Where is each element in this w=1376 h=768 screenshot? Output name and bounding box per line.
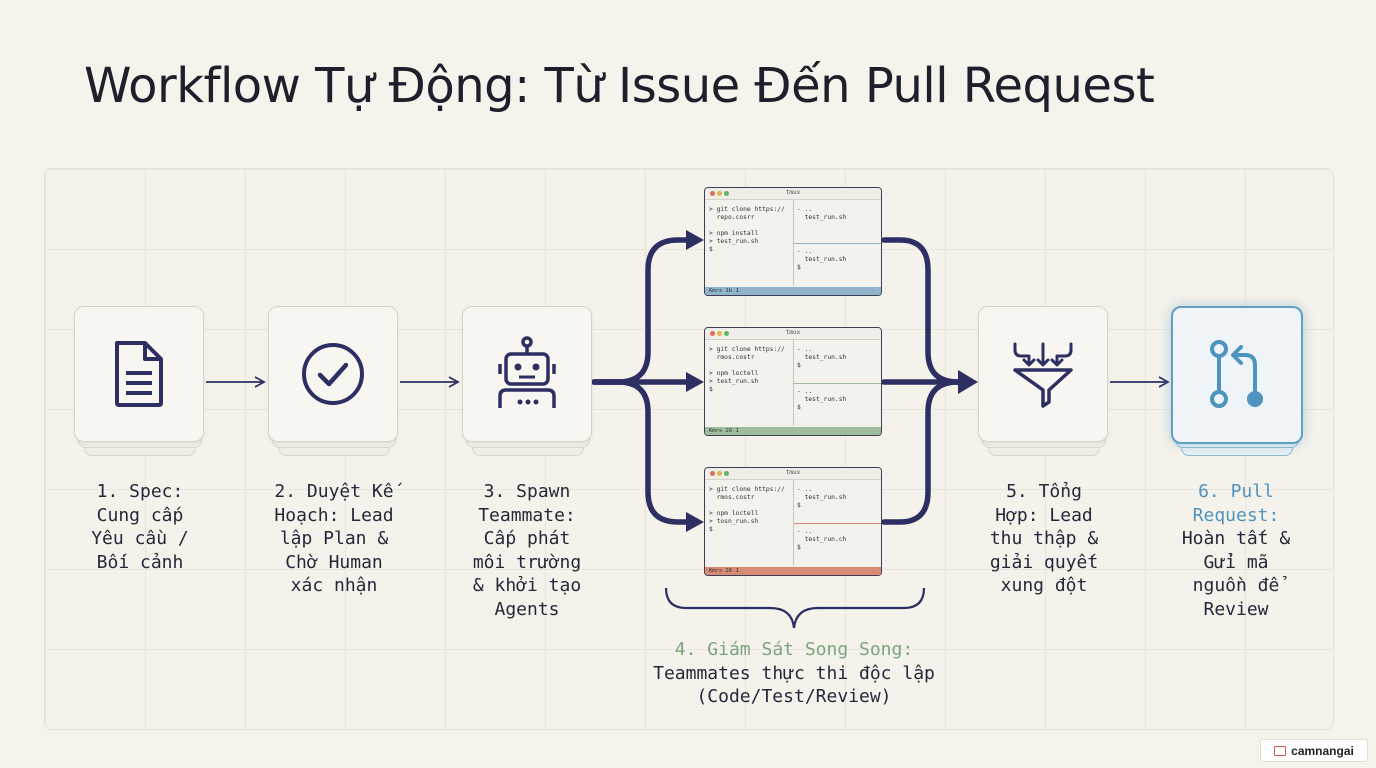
step-pr-tile bbox=[1171, 306, 1303, 444]
watermark-text: camnangai bbox=[1291, 743, 1354, 758]
page-title: Workflow Tự Động: Từ Issue Đến Pull Requ… bbox=[84, 58, 1155, 114]
label-line: nguồn để bbox=[1192, 575, 1280, 596]
parallel-line: Teammates thực thi độc lập bbox=[653, 662, 935, 684]
label-line: xung đột bbox=[1000, 575, 1088, 596]
terminal-statusbar: Kmrs 26 1 bbox=[705, 567, 881, 575]
label-line: thu thập & bbox=[989, 528, 1099, 549]
terminal-right-top-pane: - .. test_run.sh bbox=[797, 206, 847, 221]
step-spec-card bbox=[74, 306, 206, 458]
terminal-title: tmux bbox=[785, 469, 801, 476]
pane-divider bbox=[794, 523, 881, 524]
step-merge-label: 5. Tổng Hợp: Lead thu thập & giải quyết … bbox=[974, 480, 1114, 598]
terminal-left-pane: > git clone https:// rmos.costr > npm lo… bbox=[709, 486, 785, 533]
check-circle-icon bbox=[302, 343, 364, 405]
terminal-window: tmux > git clone https:// rmos.costr > n… bbox=[704, 327, 882, 436]
pane-divider bbox=[794, 243, 881, 244]
close-dot-icon bbox=[710, 331, 715, 336]
label-line: & khởi tạo bbox=[472, 575, 582, 596]
label-line: Hoàn tất & bbox=[1181, 528, 1291, 549]
step-pr-card bbox=[1171, 306, 1303, 458]
close-dot-icon bbox=[710, 191, 715, 196]
step-merge-card bbox=[978, 306, 1110, 458]
parallel-heading: 4. Giám Sát Song Song: bbox=[674, 639, 914, 660]
terminal-left-pane: > git clone https:// repo.cosrr > npm in… bbox=[709, 206, 785, 253]
label-line: Chờ Human bbox=[285, 551, 383, 573]
minimize-dot-icon bbox=[717, 191, 722, 196]
label-line: Cung cấp bbox=[96, 504, 184, 526]
terminal-right-top-pane: - .. test_run.sh $ bbox=[797, 346, 847, 369]
label-line: Yêu cầu / bbox=[91, 528, 189, 549]
robot-icon bbox=[498, 336, 556, 408]
label-line: Gửi mã bbox=[1203, 551, 1269, 573]
step-spawn-label: 3. Spawn Teammate: Cấp phát môi trường &… bbox=[457, 480, 597, 621]
step-spec-label: 1. Spec: Cung cấp Yêu cầu / Bối cảnh bbox=[70, 480, 210, 574]
label-line: Bối cảnh bbox=[96, 551, 184, 573]
label-line: Teammate: bbox=[478, 504, 576, 526]
minimize-dot-icon bbox=[717, 331, 722, 336]
label-line-highlight: Request: bbox=[1192, 504, 1280, 526]
label-line: 2. Duyệt Kế bbox=[274, 481, 394, 502]
document-icon bbox=[115, 341, 163, 407]
label-line: môi trường bbox=[472, 551, 582, 573]
parallel-label: 4. Giám Sát Song Song: Teammates thực th… bbox=[594, 638, 994, 709]
label-line: Review bbox=[1203, 598, 1269, 620]
step-pr-label: 6. Pull Request: Hoàn tất & Gửi mã nguồn… bbox=[1166, 480, 1306, 621]
label-line: 1. Spec: bbox=[96, 481, 184, 502]
terminal-left-pane: > git clone https:// rmos.costr > npm lo… bbox=[709, 346, 785, 393]
pull-request-icon bbox=[1210, 340, 1263, 408]
step-plan-tile bbox=[268, 306, 398, 442]
label-line: giải quyết bbox=[989, 551, 1099, 573]
step-spawn-card bbox=[462, 306, 594, 458]
terminal-right-bottom-pane: - .. test_run.sh $ bbox=[797, 388, 847, 411]
pane-divider bbox=[794, 383, 881, 384]
label-line: Hoạch: Lead bbox=[274, 504, 394, 526]
terminal-title: tmux bbox=[785, 329, 801, 336]
label-line: lập Plan & bbox=[279, 528, 389, 549]
maximize-dot-icon bbox=[724, 471, 729, 476]
pane-divider bbox=[793, 339, 794, 426]
step-plan-label: 2. Duyệt Kế Hoạch: Lead lập Plan & Chờ H… bbox=[264, 480, 404, 598]
minimize-dot-icon bbox=[717, 471, 722, 476]
close-dot-icon bbox=[710, 471, 715, 476]
terminal-statusbar: Kmrs 1b 1 bbox=[705, 287, 881, 295]
terminal-right-bottom-pane: - .. test_run.sh $ bbox=[797, 248, 847, 271]
terminal-right-bottom-pane: - .. test_run.ch $ bbox=[797, 528, 847, 551]
parallel-line: (Code/Test/Review) bbox=[696, 686, 892, 707]
terminal-window: tmux > git clone https:// repo.cosrr > n… bbox=[704, 187, 882, 296]
label-line: 3. Spawn bbox=[483, 481, 571, 502]
label-line: xác nhận bbox=[290, 575, 378, 596]
label-line: Hợp: Lead bbox=[995, 504, 1093, 526]
step-spec-tile bbox=[74, 306, 204, 442]
book-icon bbox=[1274, 745, 1287, 756]
pane-divider bbox=[793, 199, 794, 286]
label-line: Cấp phát bbox=[483, 528, 571, 549]
terminal-statusbar: Kmrs 26 1 bbox=[705, 427, 881, 435]
label-line: 5. Tổng bbox=[1006, 481, 1082, 502]
watermark-badge: camnangai bbox=[1260, 739, 1368, 762]
step-merge-tile bbox=[978, 306, 1108, 442]
diagram-panel bbox=[44, 168, 1334, 730]
label-line: Agents bbox=[494, 598, 560, 620]
maximize-dot-icon bbox=[724, 331, 729, 336]
terminal-window: tmux > git clone https:// rmos.costr > n… bbox=[704, 467, 882, 576]
terminal-right-top-pane: - .. test_run.sh $ bbox=[797, 486, 847, 509]
step-spawn-tile bbox=[462, 306, 592, 442]
terminal-title: tmux bbox=[785, 189, 801, 196]
label-line-highlight: 6. Pull bbox=[1198, 481, 1274, 502]
pane-divider bbox=[793, 479, 794, 566]
funnel-merge-icon bbox=[1013, 342, 1073, 408]
step-plan-card bbox=[268, 306, 400, 458]
maximize-dot-icon bbox=[724, 191, 729, 196]
